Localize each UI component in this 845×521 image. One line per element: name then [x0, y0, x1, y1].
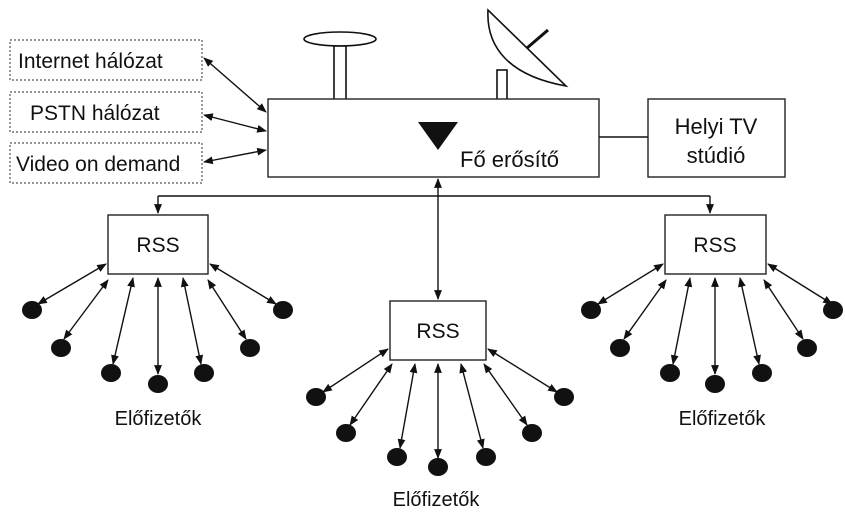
- subscriber: [101, 364, 121, 382]
- subscriber: [554, 388, 574, 406]
- subscriber: [240, 339, 260, 357]
- subscriber: [823, 301, 843, 319]
- subscriber: [273, 301, 293, 319]
- rss-left-label: RSS: [136, 234, 179, 257]
- subscriber: [22, 301, 42, 319]
- local-tv-studio: Helyi TV stúdió: [647, 98, 786, 178]
- main-amplifier-label: Fő erősítő: [460, 147, 559, 172]
- subscriber: [306, 388, 326, 406]
- subscriber: [797, 339, 817, 357]
- subscriber: [660, 364, 680, 382]
- main-amplifier: Fő erősítő: [267, 98, 600, 178]
- rss-middle: RSS: [389, 300, 487, 361]
- source-vod: Video on demand: [9, 142, 203, 184]
- arrow-pstn-amp: [203, 113, 267, 133]
- amplifier-icon: [418, 122, 458, 150]
- arrow-internet-amp: [203, 57, 267, 113]
- subscriber: [522, 424, 542, 442]
- antenna-icon: [303, 31, 377, 101]
- subscriber: [387, 448, 407, 466]
- subscribers-middle: [306, 348, 574, 476]
- subscriber: [428, 458, 448, 476]
- source-pstn-label: PSTN hálózat: [30, 102, 160, 125]
- subscribers-middle-label: Előfizetők: [393, 489, 481, 511]
- subscriber: [705, 375, 725, 393]
- subscriber: [51, 339, 71, 357]
- subscriber: [581, 301, 601, 319]
- rss-left: RSS: [107, 214, 209, 275]
- subscriber: [148, 375, 168, 393]
- subscribers-left: [22, 263, 293, 393]
- rss-middle-label: RSS: [416, 320, 459, 343]
- rss-right: RSS: [664, 214, 767, 275]
- arrow-vod-amp: [203, 147, 267, 165]
- subscriber: [752, 364, 772, 382]
- subscriber: [610, 339, 630, 357]
- subscribers-right-label: Előfizetők: [679, 408, 767, 430]
- source-vod-label: Video on demand: [16, 153, 180, 176]
- source-pstn: PSTN hálózat: [9, 91, 203, 133]
- subscriber: [336, 424, 356, 442]
- source-internet: Internet hálózat: [9, 39, 203, 81]
- subscribers-left-label: Előfizetők: [115, 408, 203, 430]
- rss-right-label: RSS: [693, 234, 736, 257]
- subscriber: [194, 364, 214, 382]
- source-internet-label: Internet hálózat: [18, 50, 163, 73]
- studio-label-line1: Helyi TV: [675, 114, 758, 139]
- satellite-dish-icon: [487, 8, 569, 101]
- subscriber: [476, 448, 496, 466]
- subscribers-right: [581, 263, 843, 393]
- studio-label-line2: stúdió: [687, 143, 746, 168]
